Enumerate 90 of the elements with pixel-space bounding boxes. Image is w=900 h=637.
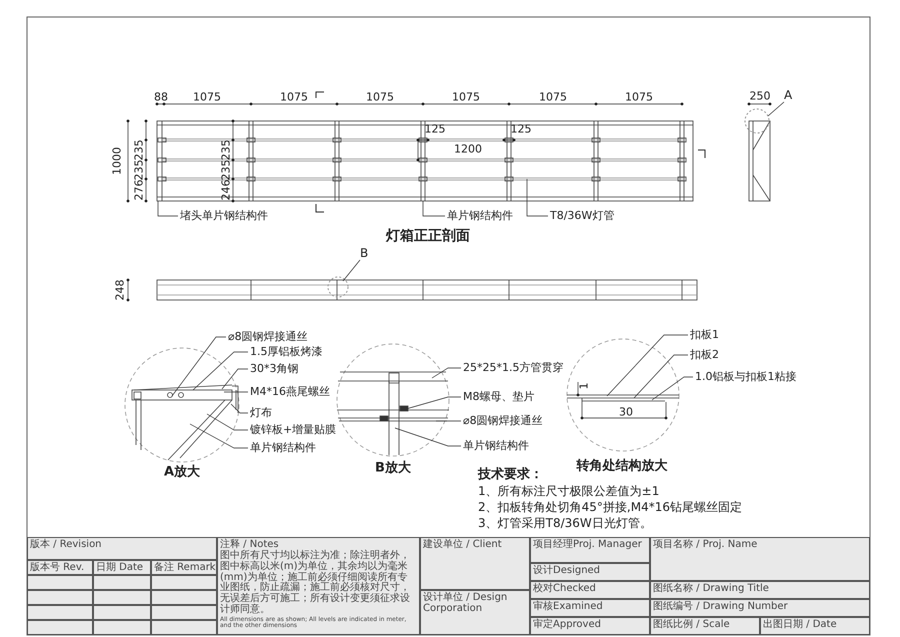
dimension-value: 1075 (452, 92, 480, 102)
detail-b-drawing (336, 344, 450, 456)
title-block-cell: 审定Approved (530, 617, 650, 635)
dimension-value: 1 (578, 382, 590, 390)
dimension-value: 1200 (454, 144, 482, 154)
title-block-cell: 图纸名称 / Drawing Title (650, 581, 870, 599)
title-block-cell: 设计单位 / Design Corporation (420, 590, 530, 635)
title-block-cell: 设计Designed (530, 563, 650, 581)
dimension-value: 1075 (193, 92, 221, 102)
leader-line (422, 200, 446, 216)
part-label: 30*3角钢 (250, 362, 298, 376)
dimension-value: 1075 (539, 92, 567, 102)
leader-line (652, 376, 694, 400)
requirements-heading: 技术要求： (478, 468, 543, 481)
part-label: 单片钢结构件 (250, 441, 316, 455)
dimension-value: 1000 (112, 147, 122, 175)
drawing-title: A放大 (164, 466, 200, 478)
part-label: 1.0铝板与扣板1粘接 (695, 370, 796, 384)
part-label: 堵头单片钢结构件 (180, 209, 268, 223)
dimension-value: 248 (114, 280, 126, 300)
drawing-title: 转角处结构放大 (576, 460, 668, 472)
title-block-cell: 校对Checked (530, 581, 650, 599)
part-label: ⌀8圆钢焊接通丝 (463, 414, 543, 428)
title-block-cell: 日期 Date (93, 560, 151, 575)
title-block-cell: 备注 Remark (151, 560, 217, 575)
detail-a-drawing (124, 348, 240, 462)
leader-line (432, 368, 462, 378)
part-label: M4*16燕尾螺丝 (250, 385, 330, 399)
part-label: T8/36W灯管 (550, 209, 614, 223)
title-block-cell: 项目经理Proj. Manager (530, 537, 650, 563)
part-label: 单片钢结构件 (447, 209, 513, 223)
dimension-value: 276 (134, 180, 144, 200)
dimension-value: 30 (619, 406, 633, 418)
part-label: 扣板1 (690, 328, 719, 342)
leader-line (158, 200, 178, 216)
light-box-elevation-drawing (156, 120, 694, 202)
leader-line (230, 404, 248, 414)
title-block-cell: 图纸比例 / Scale (650, 617, 760, 635)
leader-line (606, 334, 688, 396)
title-block-cell: 项目名称 / Proj. Name (650, 537, 870, 581)
leader-line (342, 260, 360, 282)
part-label: ⌀8圆钢焊接通丝 (228, 330, 308, 344)
notes-heading: 注释 / Notes (220, 539, 279, 550)
leader-line (192, 352, 248, 390)
leader-line (526, 178, 548, 216)
part-label: 扣板2 (690, 348, 719, 362)
dimension-value: 88 (154, 92, 168, 102)
side-view-drawing (748, 120, 770, 202)
dimension-value: 250 (750, 90, 770, 102)
dimension-value: 1075 (366, 92, 394, 102)
leader-line (190, 424, 248, 448)
leader-line (436, 420, 462, 422)
leader-line (206, 414, 248, 430)
requirement-text: 1、所有标注尺寸极限公差值为±1 (478, 485, 660, 497)
drawing-title: B放大 (375, 462, 411, 474)
requirement-text: 3、灯管采用T8/36W日光灯管。 (478, 517, 652, 529)
leader-line (222, 368, 248, 390)
callout-letter: B (360, 246, 368, 260)
dimension-value: 235 (220, 140, 232, 160)
leader-line (406, 396, 462, 410)
dimension-value: 1075 (625, 92, 653, 102)
dimension-value: 235 (220, 160, 232, 180)
title-block-cell: 出图日期 / Date (760, 617, 870, 635)
title-block-cell: 图纸编号 / Drawing Number (650, 599, 870, 617)
dimension-value: 125 (424, 124, 446, 134)
dimension-value: 235 (134, 140, 144, 160)
leader-line (172, 336, 226, 396)
leader-line (634, 354, 688, 398)
part-label: 25*25*1.5方管贯穿 (463, 361, 564, 375)
part-label: 灯布 (250, 406, 272, 420)
leader-line (394, 428, 462, 446)
dimension-value: 235 (134, 160, 144, 180)
title-block-cell: 建设单位 / Client (420, 537, 530, 590)
notes-text: 图中所有尺寸均以标注为准；除注明者外，图中标高以米(m)为单位，其余均以为毫米(mm)为单位；施工前必须仔细阅读所有专业图纸，防止疏漏；施工前必须核对尺寸，无误差后方可施工；所有设计变更须征求设计师同意。 (220, 551, 411, 616)
part-label: 镀锌板+增量贴膜 (250, 423, 336, 437)
title-block-cell: 版本 / Revision (27, 537, 217, 560)
corner-detail-drawing (566, 338, 680, 452)
dimension-value: 246 (220, 180, 232, 200)
title-block-cell: 版本号 Rev. (27, 560, 93, 575)
dimension-value: 1075 (280, 92, 308, 102)
drawing-title: 灯箱正正剖面 (386, 229, 470, 243)
part-label: 1.5厚铝板烤漆 (250, 345, 322, 359)
plan-view-drawing (156, 280, 698, 300)
leader-line (768, 102, 784, 116)
callout-letter: A (784, 88, 792, 102)
title-block-cell: 审核Examined (530, 599, 650, 617)
dimension-value: 125 (510, 124, 532, 134)
part-label: M8螺母、垫片 (463, 390, 534, 404)
requirement-text: 2、扣板转角处切角45°拼接,M4*16钻尾螺丝固定 (478, 501, 742, 513)
part-label: 单片钢结构件 (463, 439, 529, 453)
